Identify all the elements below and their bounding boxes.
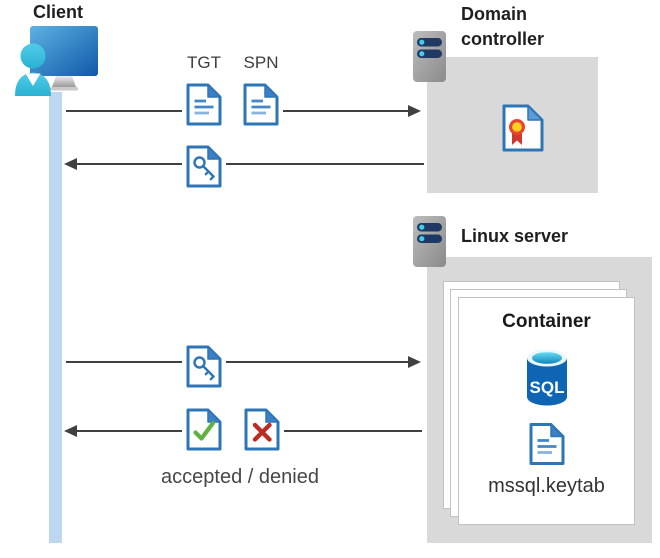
response-documents: [182, 404, 284, 455]
domain-controller-label: Domain controller: [461, 4, 545, 49]
response-label: accepted / denied: [161, 466, 319, 488]
user-icon: [15, 43, 51, 96]
linux-server-label: Linux server: [461, 226, 569, 246]
client-lifeline: [49, 92, 62, 543]
container-title: Container: [502, 311, 591, 332]
sql-badge-text: SQL: [529, 378, 564, 397]
server-icon: [413, 31, 446, 82]
arrow-client-to-linux-server: [66, 356, 421, 368]
arrow-domain-controller-to-client: [64, 158, 424, 170]
keytab-label: mssql.keytab: [488, 475, 605, 497]
container-card: Container SQL mssql.keytab: [458, 297, 635, 525]
monitor-icon: [30, 26, 98, 91]
keytab-document-icon: [528, 421, 566, 467]
client-label: Client: [32, 2, 83, 22]
ticket-key-document-icon: [185, 344, 223, 389]
certificate-icon: [502, 104, 544, 152]
service-ticket-group: [182, 141, 226, 192]
tgt-document-icon: [185, 82, 223, 127]
tgt-label: TGT: [187, 53, 221, 72]
tgt-spn-documents: [182, 79, 283, 130]
service-ticket-group-2: [182, 341, 226, 392]
sql-database-icon: SQL: [526, 349, 567, 406]
spn-label: SPN: [243, 53, 279, 72]
client-workstation-icon: [15, 26, 98, 96]
denied-document-icon: [243, 407, 281, 452]
server-icon: [413, 216, 446, 267]
accepted-document-icon: [185, 407, 223, 452]
ticket-key-document-icon: [185, 144, 223, 189]
ticket-labels: TGT SPN: [185, 53, 280, 73]
spn-document-icon: [242, 82, 280, 127]
